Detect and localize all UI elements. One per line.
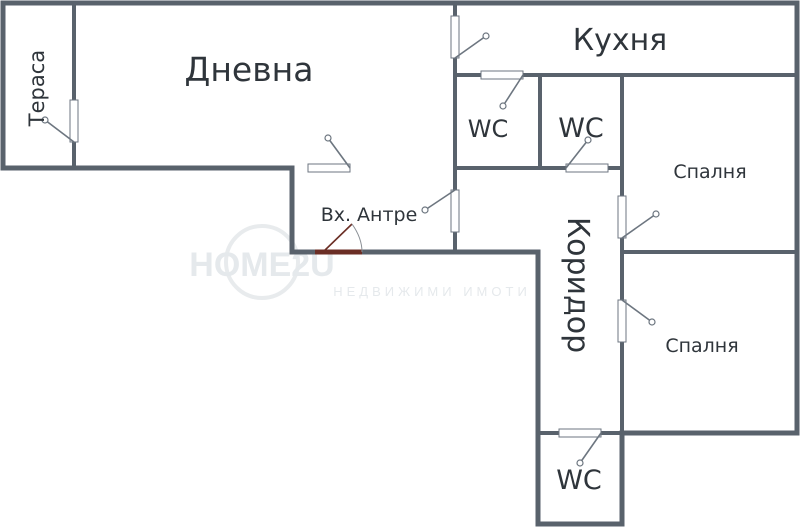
interior-walls (72, 1, 799, 435)
room-label-wc-2: WC (558, 113, 604, 144)
door-dnevna (307, 134, 351, 173)
door-vh-antre (421, 189, 460, 233)
door-spalnya-1 (617, 195, 660, 239)
room-label-kuhnya: Кухня (573, 23, 667, 58)
room-label-vh-antre: Вх. Антре (321, 204, 418, 226)
door-wc-2 (565, 136, 609, 173)
room-label-wc-1: WC (468, 115, 509, 143)
room-label-spalnya-2: Спалня (665, 335, 738, 357)
watermark-tagline: НЕДВИЖИМИ ИМОТИ (333, 284, 531, 299)
room-label-spalnya-1: Спалня (673, 161, 746, 183)
door-wc-3 (558, 428, 602, 467)
room-label-terasa: Тераса (25, 50, 49, 127)
door-kuhnya (450, 15, 490, 59)
door-wc-1 (480, 70, 524, 110)
entrance-door (315, 223, 363, 255)
room-label-wc-3: WC (556, 465, 602, 496)
room-label-dnevna: Дневна (185, 50, 314, 89)
watermark-logo: HOME2U НЕДВИЖИМИ ИМОТИ (189, 224, 531, 300)
room-label-koridor: Коридор (560, 217, 595, 353)
door-terasa (41, 99, 79, 143)
door-spalnya-2 (617, 299, 656, 343)
